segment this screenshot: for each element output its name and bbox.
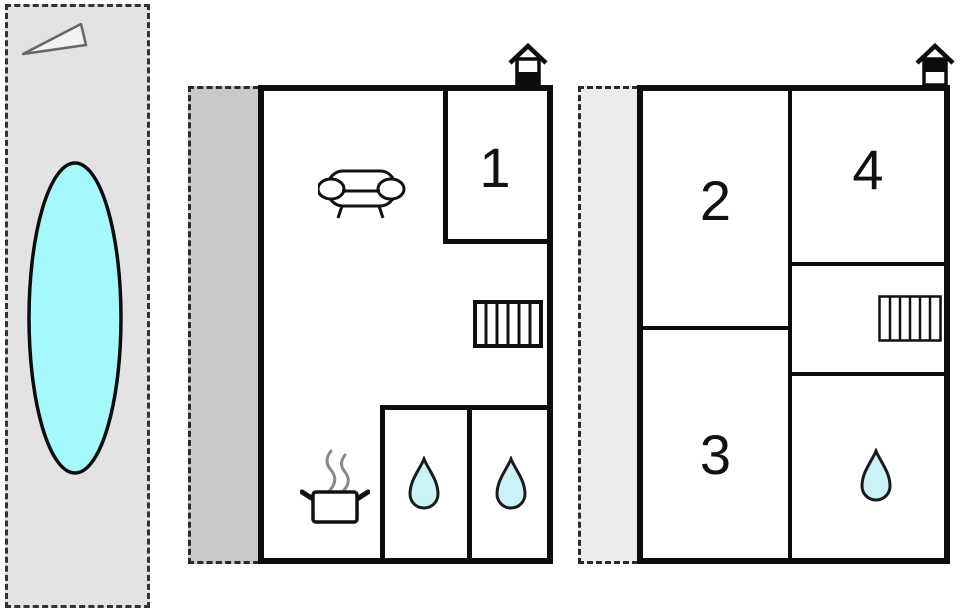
wall-center-divider	[788, 91, 792, 558]
upper-floor-plan: 2 3 4	[637, 85, 950, 564]
wall-bathrooms-left	[380, 405, 385, 558]
wall-room1-left	[443, 91, 448, 244]
ground-floor-terrace	[188, 86, 259, 564]
swimming-pool-icon	[27, 161, 123, 475]
house-entrance-lower-level-icon	[508, 43, 548, 87]
stairs-icon	[473, 300, 543, 348]
ground-floor-plan: 1	[258, 85, 553, 564]
water-drop-icon	[495, 456, 527, 510]
house-entrance-upper-level-icon	[915, 43, 955, 87]
upper-floor-terrace	[578, 86, 638, 564]
wall-bathrooms-divider	[467, 405, 472, 558]
north-arrow-icon	[21, 22, 88, 56]
wall-room2-room3-divider	[643, 326, 788, 330]
wall-room1-bottom	[443, 239, 547, 244]
water-drop-icon	[408, 456, 440, 510]
site-panel	[5, 4, 150, 608]
room-4-label: 4	[852, 138, 884, 201]
cooking-pot-icon	[300, 449, 370, 524]
room-3-label: 3	[699, 423, 732, 486]
room-2-label: 2	[699, 169, 732, 232]
stairs-icon	[878, 295, 942, 342]
wall-room4-bottom	[792, 262, 944, 266]
sofa-icon	[318, 169, 406, 219]
room-1-label: 1	[479, 136, 511, 199]
wall-landing-bottom	[792, 372, 944, 376]
water-drop-icon	[860, 448, 892, 502]
wall-bathrooms-top	[380, 405, 547, 410]
